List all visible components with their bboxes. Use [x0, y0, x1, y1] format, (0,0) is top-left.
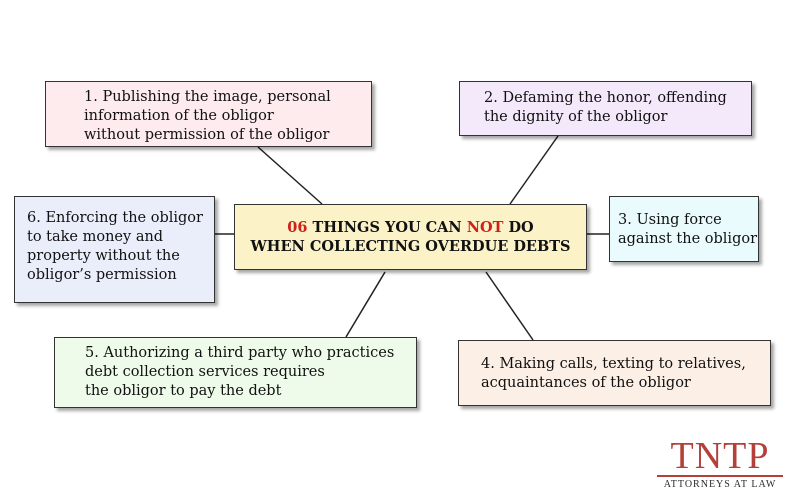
item-2-line: the dignity of the obligor: [484, 109, 668, 125]
item-5-line: debt collection services requires: [85, 364, 325, 380]
connector-line-1: [257, 146, 323, 205]
firm-logo: TNTP ATTORNEYS AT LAW: [655, 437, 785, 493]
item-6-line: property without the: [27, 248, 180, 264]
item-box-1: 1. Publishing the image, personal inform…: [45, 81, 372, 147]
item-5-line: 5. Authorizing a third party who practic…: [85, 345, 395, 361]
item-1-line: 1. Publishing the image, personal: [84, 89, 331, 105]
center-title-line-2: WHEN COLLECTING OVERDUE DEBTS: [250, 238, 571, 255]
logo-subtitle: ATTORNEYS AT LAW: [663, 478, 777, 490]
item-3-line: against the obligor: [618, 231, 758, 247]
item-4-line: 4. Making calls, texting to relatives,: [481, 356, 746, 372]
connector-line-2: [509, 135, 559, 205]
logo-mark: TNTP: [670, 435, 770, 477]
center-title-emphasis: NOT: [466, 219, 504, 236]
center-title-number: 06: [287, 219, 308, 236]
item-box-5: 5. Authorizing a third party who practic…: [54, 337, 417, 408]
item-box-2: 2. Defaming the honor, offending the dig…: [459, 81, 752, 136]
center-title-text-b: DO: [503, 219, 534, 236]
item-4-line: acquaintances of the obligor: [481, 375, 691, 391]
connector-line-4: [485, 271, 534, 341]
connector-line-5: [345, 271, 386, 338]
item-5-line: the obligor to pay the debt: [85, 383, 282, 399]
center-title-line-1: 06 THINGS YOU CAN NOT DO: [235, 218, 586, 237]
item-1-line: without permission of the obligor: [84, 127, 330, 143]
item-box-3: 3. Using force against the obligor: [609, 196, 759, 262]
item-6-line: to take money and: [27, 229, 164, 245]
item-2-line: 2. Defaming the honor, offending: [484, 90, 727, 106]
item-6-line: 6. Enforcing the obligor: [27, 210, 203, 226]
center-title-box: 06 THINGS YOU CAN NOT DO WHEN COLLECTING…: [234, 204, 587, 270]
item-6-line: obligor’s permission: [27, 267, 177, 283]
item-1-line: information of the obligor: [84, 108, 274, 124]
item-3-line: 3. Using force: [618, 212, 722, 228]
item-box-6: 6. Enforcing the obligor to take money a…: [14, 196, 215, 303]
item-box-4: 4. Making calls, texting to relatives, a…: [458, 340, 771, 406]
center-title-text-a: THINGS YOU CAN: [307, 219, 467, 236]
logo-rule: [657, 475, 783, 477]
